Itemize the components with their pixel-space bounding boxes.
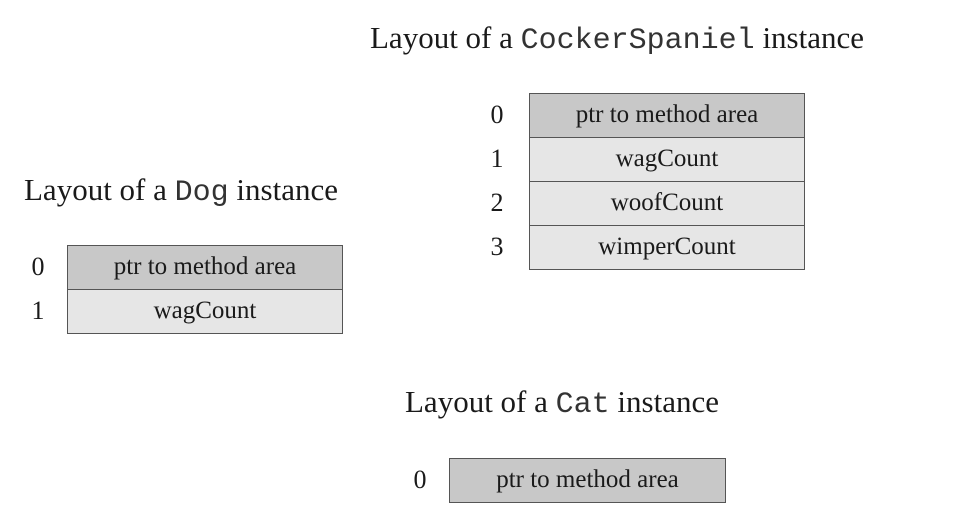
- field-cell: ptr to method area: [529, 93, 805, 138]
- class-name: Dog: [174, 176, 229, 210]
- title-suffix: instance: [617, 384, 719, 419]
- cocker-spaniel-title: Layout of a CockerSpaniel instance: [370, 20, 864, 59]
- slot-index: 3: [490, 232, 504, 261]
- slot-index: 1: [31, 296, 45, 325]
- slot-index: 1: [490, 144, 504, 173]
- slot-index: 0: [31, 252, 45, 281]
- title-prefix: Layout of a: [370, 20, 513, 55]
- title-suffix: instance: [762, 20, 865, 55]
- class-name: CockerSpaniel: [520, 24, 755, 58]
- dog-title: Layout of a Dog instance: [24, 172, 338, 211]
- field-cell: wagCount: [529, 137, 805, 182]
- field-cell: ptr to method area: [449, 458, 726, 503]
- title-prefix: Layout of a: [24, 172, 167, 207]
- slot-index: 0: [490, 100, 504, 129]
- cat-title: Layout of a Cat instance: [405, 384, 719, 423]
- field-cell: wagCount: [67, 289, 343, 334]
- slot-index: 0: [413, 465, 427, 494]
- field-cell: ptr to method area: [67, 245, 343, 290]
- title-prefix: Layout of a: [405, 384, 548, 419]
- field-cell: wimperCount: [529, 225, 805, 270]
- class-name: Cat: [555, 388, 610, 422]
- title-suffix: instance: [236, 172, 338, 207]
- slot-index: 2: [490, 188, 504, 217]
- field-cell: woofCount: [529, 181, 805, 226]
